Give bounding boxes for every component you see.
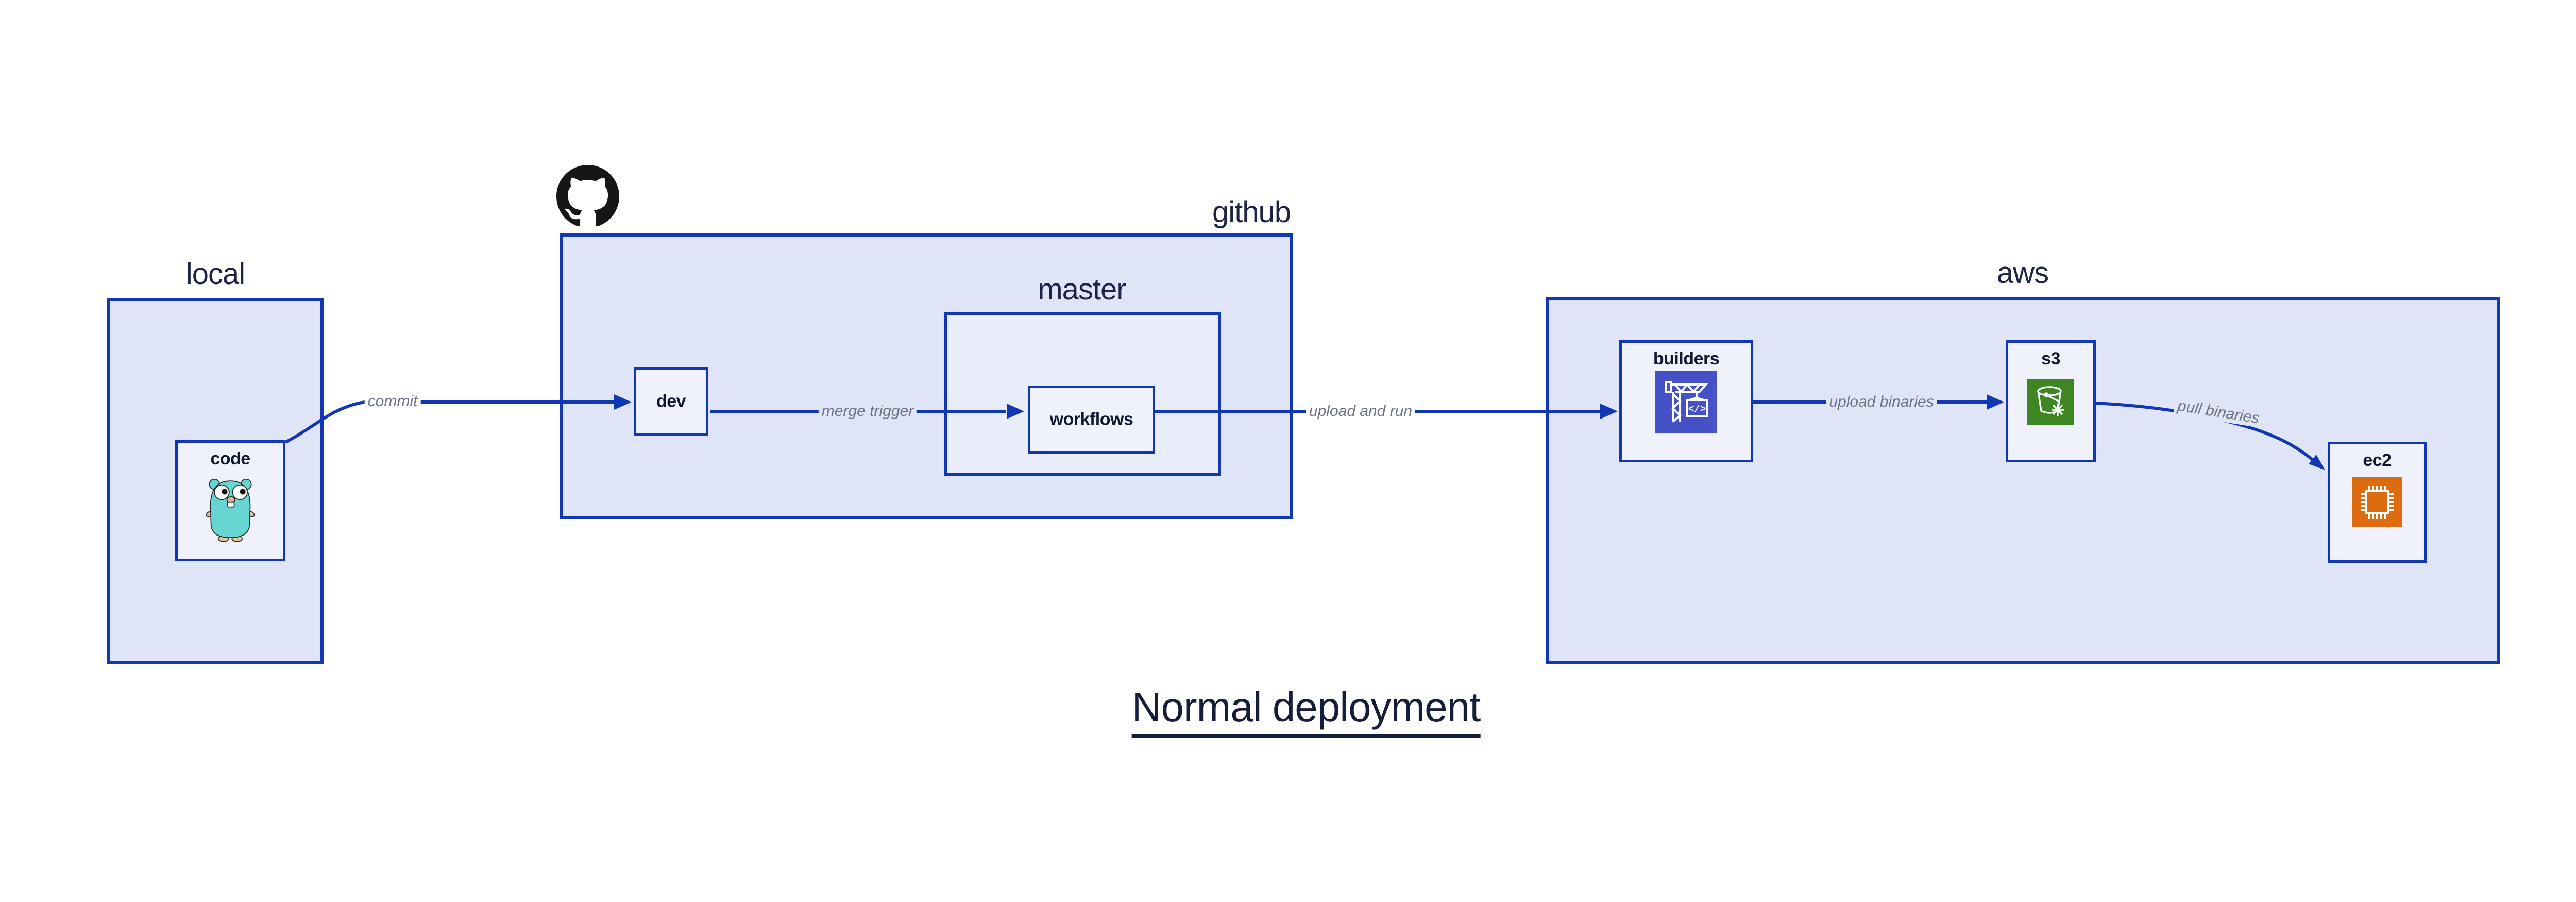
codebuild-crane-icon: </> xyxy=(1655,371,1717,436)
local-group-label: local xyxy=(185,257,245,291)
s3-glacier-bucket-icon xyxy=(2027,379,2074,428)
workflows-node: workflows xyxy=(1028,386,1155,454)
svg-text:</>: </> xyxy=(1688,404,1706,415)
dev-node-label: dev xyxy=(656,391,686,411)
ec2-node-label: ec2 xyxy=(2363,450,2392,470)
go-gopher-icon xyxy=(202,475,259,545)
code-node-label: code xyxy=(210,449,250,469)
upload-binaries-edge-label: upload binaries xyxy=(1826,393,1937,411)
octocat-icon xyxy=(556,165,619,230)
ec2-chip-icon xyxy=(2352,477,2402,529)
diagram-title: Normal deployment xyxy=(1131,683,1481,738)
upload-and-run-edge-label: upload and run xyxy=(1306,403,1416,420)
merge-trigger-edge-label: merge trigger xyxy=(818,403,917,420)
builders-node-label: builders xyxy=(1653,349,1720,369)
workflows-node-label: workflows xyxy=(1049,409,1133,429)
github-group-label: github xyxy=(1212,195,1291,229)
s3-node-label: s3 xyxy=(2041,349,2060,369)
dev-node: dev xyxy=(634,367,708,436)
aws-group-label: aws xyxy=(1996,256,2049,290)
commit-edge-label: commit xyxy=(364,393,421,410)
master-group-label: master xyxy=(1038,273,1126,306)
